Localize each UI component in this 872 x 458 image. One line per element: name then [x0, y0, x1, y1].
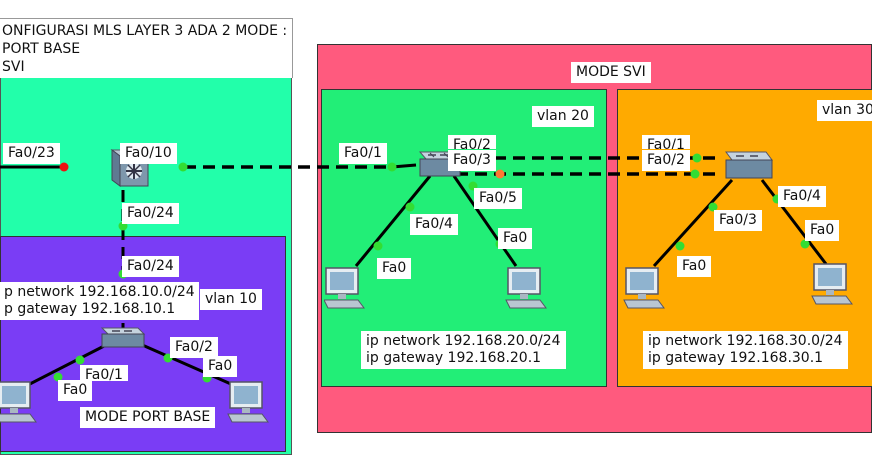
link-dot-pc10a [53, 372, 63, 382]
port-label-pc30a-fa0: Fa0 [677, 256, 712, 277]
vlan30-network-info: ip network 192.168.30.0/24 ip gateway 19… [643, 331, 848, 369]
vlan10-label: vlan 10 [200, 289, 262, 310]
link-dot-sw10-fa01 [75, 355, 85, 365]
port-label-sw30-fa04: Fa0/4 [778, 186, 826, 207]
vlan10-network-info: p network 192.168.10.0/24 p gateway 192.… [0, 282, 199, 320]
link-sw30-pc30b [760, 179, 828, 265]
link-dot-mls-fa023 [59, 162, 69, 172]
title-line-1: ONFIGURASI MLS LAYER 3 ADA 2 MODE : [2, 23, 288, 39]
vlan20-network-text: ip network 192.168.20.0/24 [366, 333, 561, 349]
port-label-sw10-fa024: Fa0/24 [122, 256, 179, 277]
port-label-sw20-fa02: Fa0/2 [448, 135, 496, 149]
pc-icon[interactable] [0, 380, 38, 424]
vlan10-network-text: p network 192.168.10.0/24 [4, 284, 195, 300]
link-dot-sw30-fa01 [692, 153, 702, 163]
port-label-mls-fa010: Fa0/10 [120, 143, 177, 164]
port-label-sw20-fa05: Fa0/5 [474, 188, 522, 209]
link-sw20-pc20b [452, 175, 518, 267]
mode-svi-label: MODE SVI [571, 62, 651, 83]
link-sw30-pc30a [652, 178, 734, 268]
link-sw10-pc10a [21, 342, 109, 390]
port-label-sw20-fa04: Fa0/4 [410, 214, 458, 235]
link-dot-sw30-fa02 [690, 169, 700, 179]
port-label-pc30b-fa0: Fa0 [805, 220, 840, 241]
vlan20-network-info: ip network 192.168.20.0/24 ip gateway 19… [361, 331, 566, 369]
title-line-3: SVI [2, 59, 25, 75]
port-label-sw30-fa01: Fa0/1 [642, 135, 690, 149]
port-label-pc20b-fa0: Fa0 [498, 228, 533, 249]
port-label-mls-fa024: Fa0/24 [122, 203, 179, 224]
port-label-pc10b-fa0: Fa0 [203, 356, 238, 377]
vlan20-label: vlan 20 [532, 106, 594, 127]
port-label-mls-fa023: Fa0/23 [3, 143, 60, 164]
link-dot-mls-fa010 [178, 162, 188, 172]
link-dot-pc30a [675, 241, 685, 251]
switch-icon[interactable] [718, 150, 774, 182]
port-label-sw10-fa01: Fa0/1 [80, 365, 128, 381]
link-dot-sw20-fa04 [405, 202, 415, 212]
title-line-2: PORT BASE [2, 41, 81, 57]
mode-port-base-label: MODE PORT BASE [80, 407, 216, 428]
vlan30-network-text: ip network 192.168.30.0/24 [648, 333, 843, 349]
pc-icon[interactable] [226, 380, 270, 424]
pc-icon[interactable] [324, 266, 368, 310]
switch-icon[interactable] [96, 326, 148, 350]
link-dot-sw20-fa01 [387, 162, 397, 172]
title-block: ONFIGURASI MLS LAYER 3 ADA 2 MODE : PORT… [0, 18, 293, 78]
vlan30-label: vlan 30 [817, 100, 872, 121]
port-label-sw10-fa02: Fa0/2 [170, 337, 218, 358]
port-label-sw20-fa01: Fa0/1 [339, 143, 387, 164]
link-sw20-pc20a [354, 175, 432, 267]
port-label-sw30-fa02: Fa0/2 [642, 150, 690, 171]
port-label-pc20a-fa0: Fa0 [377, 258, 412, 279]
pc-icon[interactable] [622, 266, 666, 310]
port-label-sw30-fa03: Fa0/3 [714, 210, 762, 231]
vlan20-gateway-text: ip gateway 192.168.20.1 [366, 350, 542, 366]
vlan30-gateway-text: ip gateway 192.168.30.1 [648, 350, 824, 366]
link-dot-pc20a [373, 241, 383, 251]
link-dot-sw30-fa03 [708, 202, 718, 212]
link-dot-pc30b [800, 239, 810, 249]
port-label-sw20-fa03: Fa0/3 [448, 150, 496, 171]
link-sw10-pc10b [139, 342, 241, 390]
vlan10-gateway-text: p gateway 192.168.10.1 [4, 301, 176, 317]
link-dot-sw20-fa03 [495, 169, 505, 179]
pc-icon[interactable] [810, 262, 854, 306]
pc-icon[interactable] [504, 266, 548, 310]
port-label-pc10a-fa0: Fa0 [58, 380, 93, 401]
